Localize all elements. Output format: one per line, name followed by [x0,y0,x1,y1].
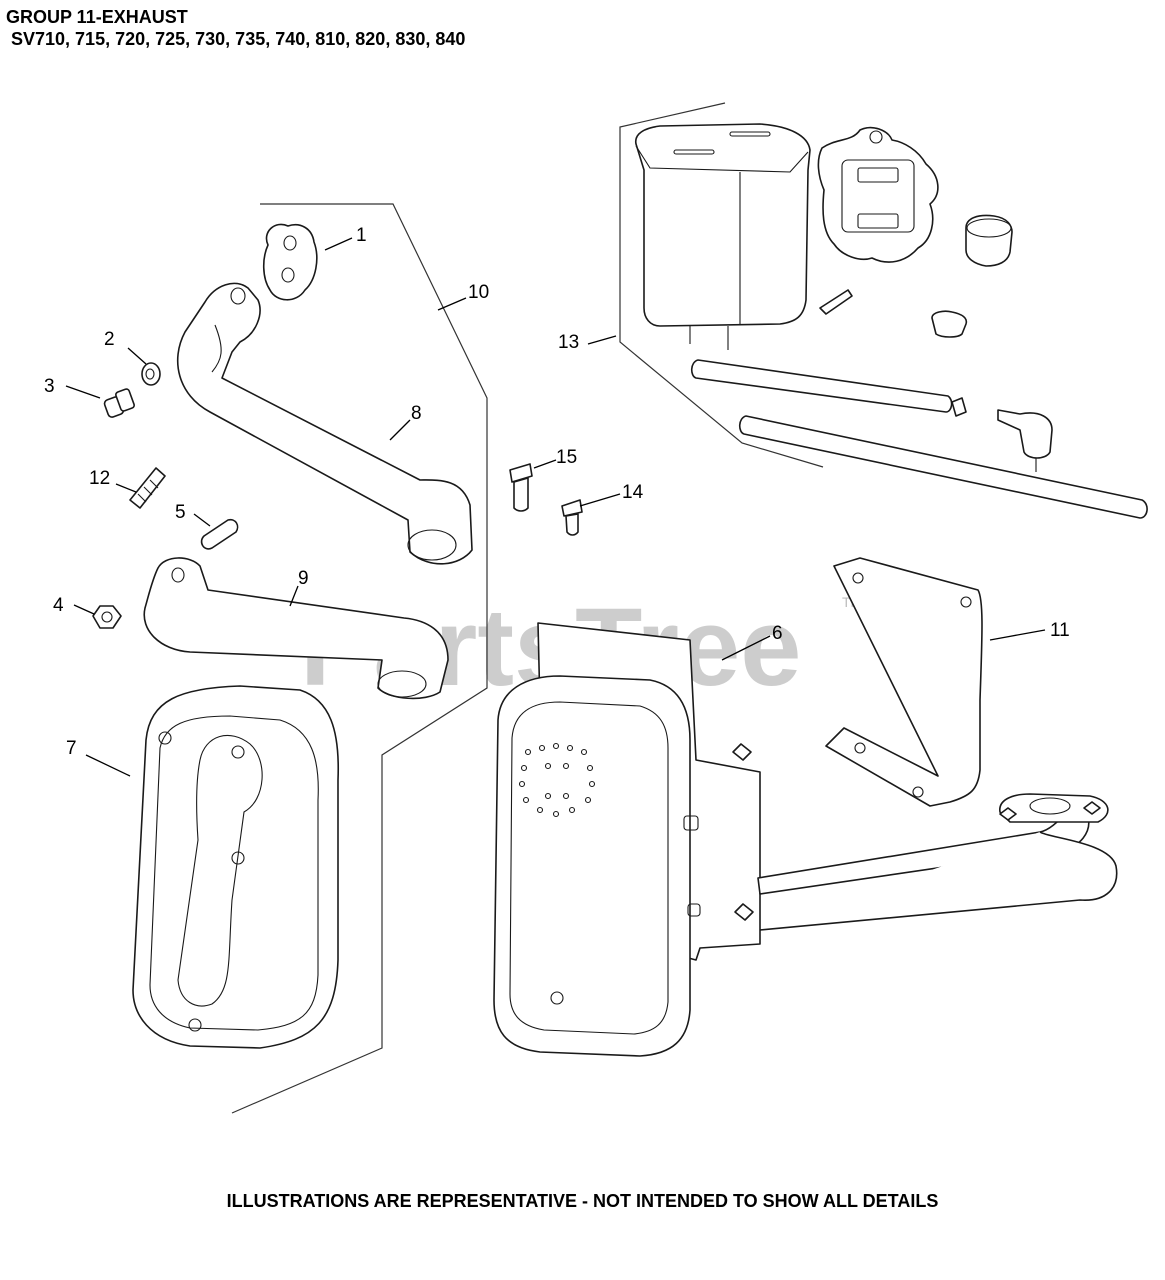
bolt-part-15 [509,463,533,512]
callout-8: 8 [389,403,422,441]
callout-5: 5 [175,502,211,527]
callout-label-6: 6 [772,623,783,644]
callout-11: 11 [989,620,1070,641]
callout-10: 10 [437,282,489,311]
model-list: SV710, 715, 720, 725, 730, 735, 740, 810… [6,29,466,49]
callout-13: 13 [558,332,617,353]
kit-part-13 [635,123,1148,519]
muffler-part-7 [132,685,340,1049]
callout-14: 14 [579,482,644,507]
bolt-part-14 [561,499,583,536]
callout-label-3: 3 [44,376,55,397]
bracket-part-11 [825,557,983,807]
callout-9: 9 [289,568,309,607]
callout-3: 3 [44,376,101,399]
muffler-vent-holes [518,742,596,818]
gasket-part-1 [262,223,318,301]
washer-part-2 [141,362,161,386]
callout-label-12: 12 [89,468,110,489]
callout-label-7: 7 [66,738,77,759]
callout-15: 15 [533,447,577,469]
assembly-frame-left [231,203,488,1114]
muffler-part-6 [493,622,761,1057]
callout-label-2: 2 [104,329,115,350]
callout-label-15: 15 [556,447,577,468]
callout-label-14: 14 [622,482,644,503]
callout-label-10: 10 [468,282,489,303]
callout-1: 1 [324,225,367,251]
callout-label-5: 5 [175,502,186,523]
callout-label-9: 9 [298,568,309,589]
callout-label-11: 11 [1050,620,1070,641]
exhaust-pipe-part-9 [143,557,449,700]
callout-label-4: 4 [53,595,64,616]
diagram-title: GROUP 11-EXHAUST [6,7,188,27]
callout-label-1: 1 [356,225,367,246]
callout-7: 7 [66,738,131,777]
callout-6: 6 [721,623,783,661]
stud-part-12 [129,467,166,509]
disclaimer-note: ILLUSTRATIONS ARE REPRESENTATIVE - NOT I… [226,1191,939,1211]
dowel-pin-part-5 [200,518,239,550]
header: GROUP 11-EXHAUST SV710, 715, 720, 725, 7… [6,6,465,50]
nut-part-4 [92,605,122,629]
callout-2: 2 [104,329,147,365]
screw-part-3 [103,388,135,418]
muffler-outlet-pipe [757,793,1118,931]
exhaust-pipe-part-8 [177,282,473,565]
callout-4: 4 [53,595,95,616]
assembly-frame-kit [619,102,824,468]
callout-label-13: 13 [558,332,579,353]
callout-label-8: 8 [411,403,422,424]
callout-12: 12 [89,468,137,493]
